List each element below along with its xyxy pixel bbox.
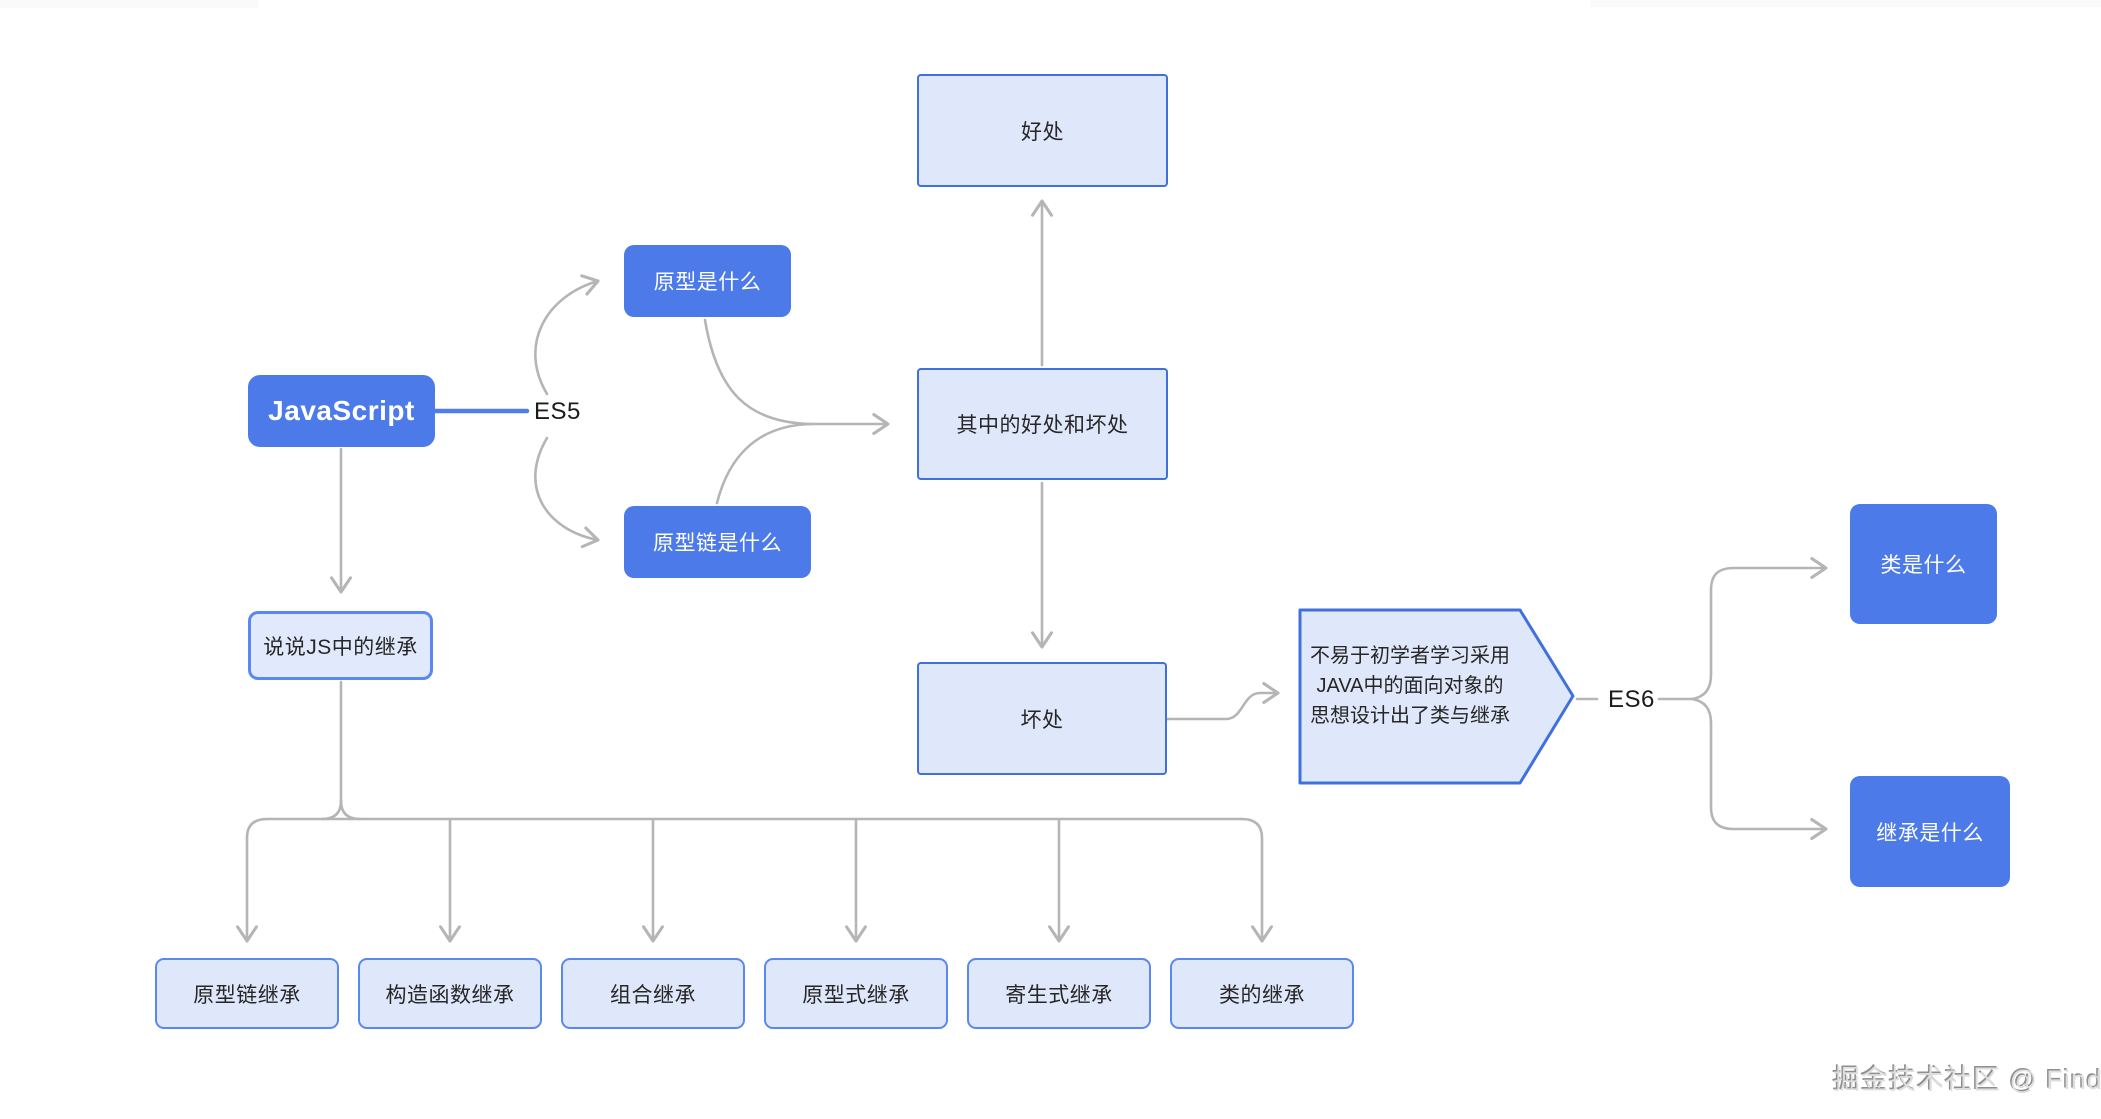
top-right-capture-strip — [1590, 0, 2101, 7]
node-what-is-prototype-chain: 原型链是什么 — [624, 506, 811, 578]
es6-branch-label: ES6 — [1608, 686, 1655, 713]
node-constructor-inheritance: 构造函数继承 — [358, 958, 542, 1029]
node-pros: 好处 — [917, 74, 1168, 187]
node-what-is-inheritance: 继承是什么 — [1850, 776, 2010, 887]
es5-branch-label: ES5 — [534, 398, 581, 425]
node-what-is-prototype: 原型是什么 — [624, 245, 791, 317]
node-prototype-chain-inheritance: 原型链继承 — [155, 958, 339, 1029]
node-cons: 坏处 — [917, 662, 1167, 775]
node-pros-and-cons: 其中的好处和坏处 — [917, 368, 1168, 480]
node-javascript: JavaScript — [248, 375, 435, 447]
node-class-inheritance: 类的继承 — [1170, 958, 1354, 1029]
node-parasitic-inheritance: 寄生式继承 — [967, 958, 1151, 1029]
node-composite-inheritance: 组合继承 — [561, 958, 745, 1029]
node-prototypal-inheritance: 原型式继承 — [764, 958, 948, 1029]
juejin-watermark: 掘金技术社区 @ Find — [1833, 1065, 2101, 1095]
es6-note-text: 不易于初学者学习采用 JAVA中的面向对象的 思想设计出了类与继承 — [1310, 645, 1510, 727]
node-js-inheritance-question: 说说JS中的继承 — [248, 611, 433, 680]
node-what-is-class: 类是什么 — [1850, 504, 1997, 624]
top-left-capture-strip — [0, 0, 258, 8]
